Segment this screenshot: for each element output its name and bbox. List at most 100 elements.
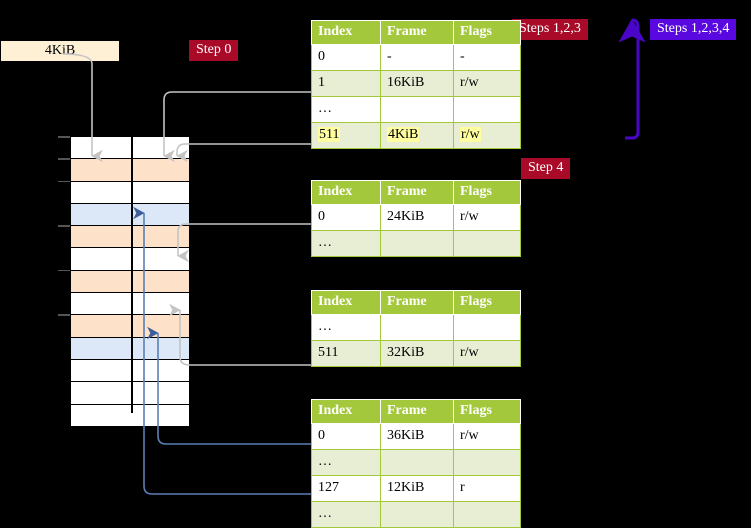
table-cell — [380, 314, 454, 341]
table-cell: r/w — [453, 340, 521, 367]
column-header-frame: Frame — [380, 290, 454, 315]
table-cell: … — [311, 96, 381, 123]
step-0-badge: Step 0 — [189, 40, 239, 61]
table-cell: 0 — [311, 204, 381, 231]
table-cell: r/w — [453, 204, 521, 231]
memory-frame-row — [71, 159, 189, 182]
table-cell: - — [380, 44, 454, 71]
table-cell: 0 — [311, 423, 381, 450]
column-header-index: Index — [311, 399, 381, 424]
table-row: … — [311, 96, 521, 123]
steps-1234-badge-label: Steps 1,2,3,4 — [657, 21, 730, 36]
memory-grid-tick — [58, 180, 70, 183]
table-cell: … — [311, 449, 381, 476]
memory-frame-row — [71, 359, 189, 383]
column-header-flags: Flags — [453, 290, 521, 315]
table-cell — [380, 449, 454, 476]
physical-memory-grid — [70, 136, 190, 427]
memory-frame-row — [71, 270, 189, 294]
memory-frame-row — [71, 181, 189, 204]
table-cell: - — [453, 44, 521, 71]
steps-123-badge: Steps 1,2,3 — [512, 19, 588, 40]
memory-frame-row — [71, 137, 189, 160]
table-cell: … — [311, 501, 381, 528]
table-cell — [453, 314, 521, 341]
table-cell: 0 — [311, 44, 381, 71]
column-header-flags: Flags — [453, 180, 521, 205]
memory-frame-row — [71, 203, 189, 227]
table-cell — [380, 96, 454, 123]
table-cell: 511 — [311, 122, 381, 149]
column-header-flags: Flags — [453, 399, 521, 424]
step-0-badge-label: Step 0 — [196, 42, 232, 57]
memory-grid-tick — [58, 136, 70, 138]
memory-grid-tick — [58, 269, 70, 272]
table-cell — [453, 501, 521, 528]
table-cell: 24KiB — [380, 204, 454, 231]
memory-frame-row — [71, 315, 189, 338]
table-cell: 12KiB — [380, 475, 454, 502]
frame-size-label: 4KiB — [44, 43, 76, 58]
table-row: … — [311, 230, 521, 257]
table-row: … — [311, 449, 521, 476]
column-header-frame: Frame — [380, 399, 454, 424]
frame-size-box: 4KiB — [0, 40, 120, 62]
table-cell — [453, 96, 521, 123]
table-cell — [453, 449, 521, 476]
table-cell: r/w — [453, 423, 521, 450]
table-cell: 127 — [311, 475, 381, 502]
table-cell: r/w — [453, 70, 521, 97]
table-cell — [380, 501, 454, 528]
memory-grid-tick — [58, 158, 70, 160]
column-header-frame: Frame — [380, 20, 454, 45]
column-header-index: Index — [311, 290, 381, 315]
steps-123-badge-label: Steps 1,2,3 — [519, 21, 581, 36]
column-header-frame: Frame — [380, 180, 454, 205]
table-cell: r/w — [453, 122, 521, 149]
connector-t1r511-to-grid — [176, 143, 311, 163]
step-4-badge-label: Step 4 — [528, 160, 564, 175]
column-header-index: Index — [311, 20, 381, 45]
table-cell: 16KiB — [380, 70, 454, 97]
table-row: … — [311, 501, 521, 528]
memory-frame-row — [71, 382, 189, 405]
table-row: 0-- — [311, 44, 521, 71]
table-cell: r — [453, 475, 521, 502]
memory-frame-row — [71, 293, 189, 316]
connector-t2r0-to-grid — [177, 223, 311, 263]
memory-grid-tick — [58, 314, 70, 316]
memory-frame-row — [71, 404, 189, 427]
table-cell: 36KiB — [380, 423, 454, 450]
memory-frame-row — [71, 226, 189, 249]
memory-frame-row — [71, 248, 189, 271]
memory-grid-divider — [131, 137, 133, 413]
column-header-index: Index — [311, 180, 381, 205]
table-cell: 32KiB — [380, 340, 454, 367]
table-cell: 1 — [311, 70, 381, 97]
table-cell: … — [311, 230, 381, 257]
memory-grid-tick — [58, 225, 70, 227]
table-cell — [380, 230, 454, 257]
table-cell: 511 — [311, 340, 381, 367]
table-cell: 4KiB — [380, 122, 454, 149]
table-cell — [453, 230, 521, 257]
table-cell: … — [311, 314, 381, 341]
step-4-badge: Step 4 — [521, 158, 571, 179]
table-row: … — [311, 314, 521, 341]
column-header-flags: Flags — [453, 20, 521, 45]
connector-t3r511-to-grid — [169, 303, 311, 366]
memory-frame-row — [71, 337, 189, 360]
steps-1234-badge: Steps 1,2,3,4 — [650, 19, 737, 40]
